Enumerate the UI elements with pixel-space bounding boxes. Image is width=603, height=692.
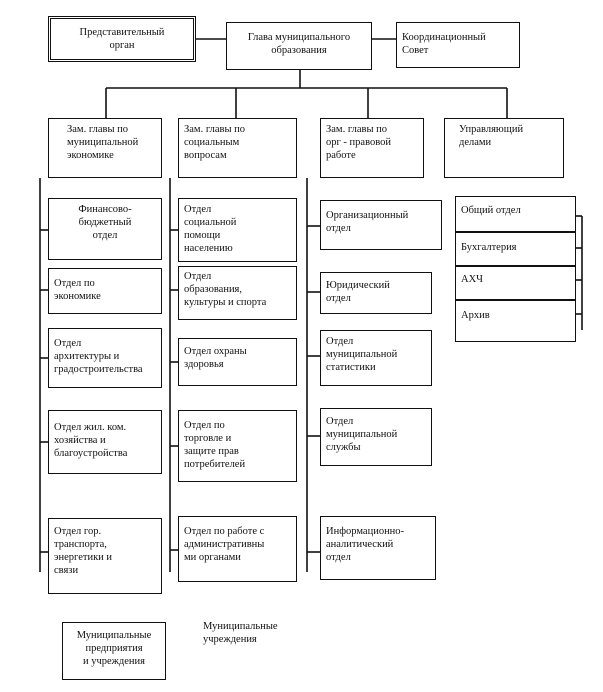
economy-dept-box: Отдел по экономике [48,268,162,314]
finance-budget-dept-box: Финансово- бюджетный отдел [48,198,162,260]
deputy-social-box: Зам. главы по социальным вопросам [178,118,297,178]
administrative-bodies-dept-box: Отдел по работе с административны ми орг… [178,516,297,582]
architecture-dept-box: Отдел архитектуры и градостроительства [48,328,162,388]
maintenance-dept-box: АХЧ [455,266,576,300]
social-assistance-dept-box: Отдел социальной помощи населению [178,198,297,262]
representative-body-box: Представительный орган [48,16,196,62]
archive-box: Архив [455,300,576,342]
municipal-service-dept-box: Отдел муниципальной службы [320,408,432,466]
head-of-municipality-box: Глава муниципального образования [226,22,372,70]
municipal-institutions-label: Муниципальные учреждения [203,621,278,645]
transport-energy-dept-box: Отдел гор. транспорта, энергетики и связ… [48,518,162,594]
municipal-enterprises-box: Муниципальные предприятия и учреждения [62,622,166,680]
accounting-box: Бухгалтерия [455,232,576,266]
trade-consumer-dept-box: Отдел по торговле и защите прав потребит… [178,410,297,482]
deputy-legal-box: Зам. главы по орг - правовой работе [320,118,424,178]
housing-utilities-dept-box: Отдел жил. ком. хозяйства и благоустройс… [48,410,162,474]
education-culture-sport-dept-box: Отдел образования, культуры и спорта [178,266,297,320]
legal-dept-box: Юридический отдел [320,272,432,314]
information-analytics-dept-box: Информационно- аналитический отдел [320,516,436,580]
general-dept-box: Общий отдел [455,196,576,232]
statistics-dept-box: Отдел муниципальной статистики [320,330,432,386]
deputy-economy-box: Зам. главы по муниципальной экономике [48,118,162,178]
coordination-council-box: Координационный Совет [396,22,520,68]
deputy-affairs-box: Управляющий делами [444,118,564,178]
organizational-dept-box: Организационный отдел [320,200,442,250]
healthcare-dept-box: Отдел охраны здоровья [178,338,297,386]
